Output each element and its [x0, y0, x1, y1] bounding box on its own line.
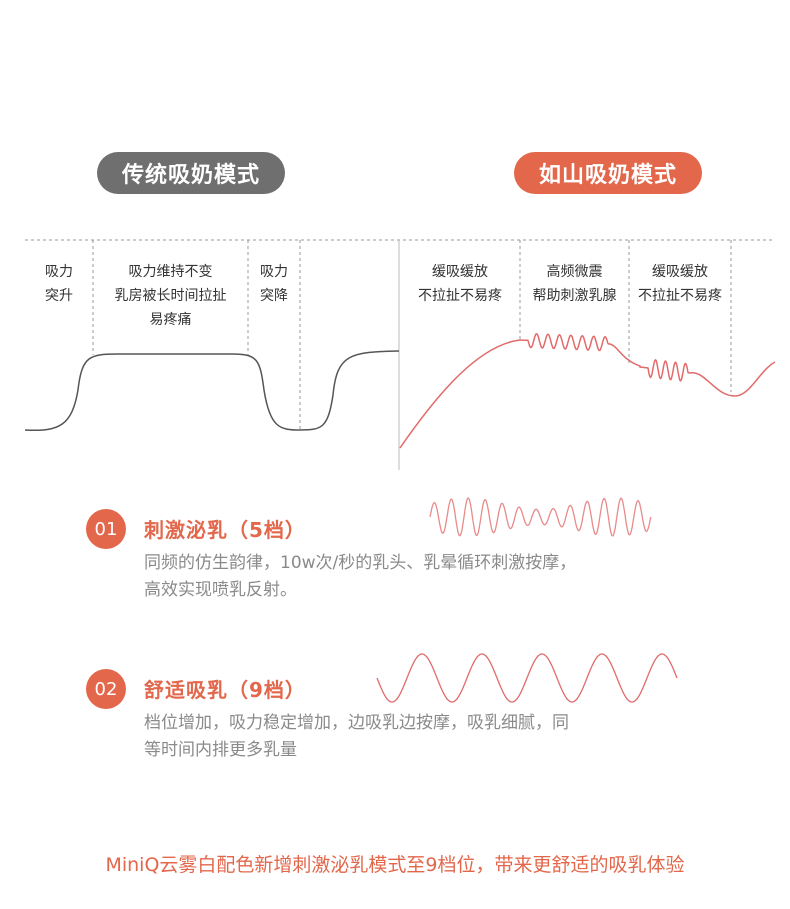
- feature-description: 档位增加，吸力稳定增加，边吸乳边按摩，吸乳细腻，同 等时间内排更多乳量: [144, 713, 569, 760]
- stimulation-wave-icon: [429, 497, 652, 537]
- comfort-wave-path: [376, 653, 678, 703]
- feature-number-badge: 02: [86, 669, 126, 709]
- feature-title: 舒适吸乳（9档）: [144, 678, 306, 702]
- feature-title: 刺激泌乳（5档）: [144, 518, 306, 542]
- comfort-wave-icon: [376, 653, 678, 703]
- ruishan-mode-label: 如山吸奶模式: [514, 152, 702, 194]
- feature-description: 同频的仿生韵律，10w次/秒的乳头、乳晕循环刺激按摩， 高效实现喷乳反射。: [144, 553, 577, 600]
- footer-slogan: MiniQ云雾白配色新增刺激泌乳模式至9档位，带来更舒适的吸乳体验: [105, 854, 685, 876]
- feature-number-badge: 01: [86, 509, 126, 549]
- ruishan-phase-slow-1: 缓吸缓放 不拉扯不易疼: [418, 264, 502, 304]
- comparison-diagram: 吸力 突升 吸力维持不变 乳房被长时间拉扯 易疼痛 吸力 突降 缓吸缓放 不拉扯…: [0, 230, 790, 480]
- traditional-phase-hold: 吸力维持不变 乳房被长时间拉扯 易疼痛: [114, 264, 227, 328]
- traditional-phase-drop: 吸力 突降: [260, 264, 288, 304]
- traditional-phase-rise: 吸力 突升: [45, 264, 73, 304]
- traditional-mode-label: 传统吸奶模式: [97, 152, 285, 194]
- ruishan-phase-vibration: 高频微震 帮助刺激乳腺: [532, 264, 617, 304]
- diagram-lines: [24, 239, 776, 470]
- ruishan-suction-curve: [399, 333, 776, 449]
- ruishan-phase-slow-2: 缓吸缓放 不拉扯不易疼: [638, 264, 722, 304]
- traditional-suction-curve: [24, 350, 400, 432]
- stimulation-wave-path: [429, 497, 652, 537]
